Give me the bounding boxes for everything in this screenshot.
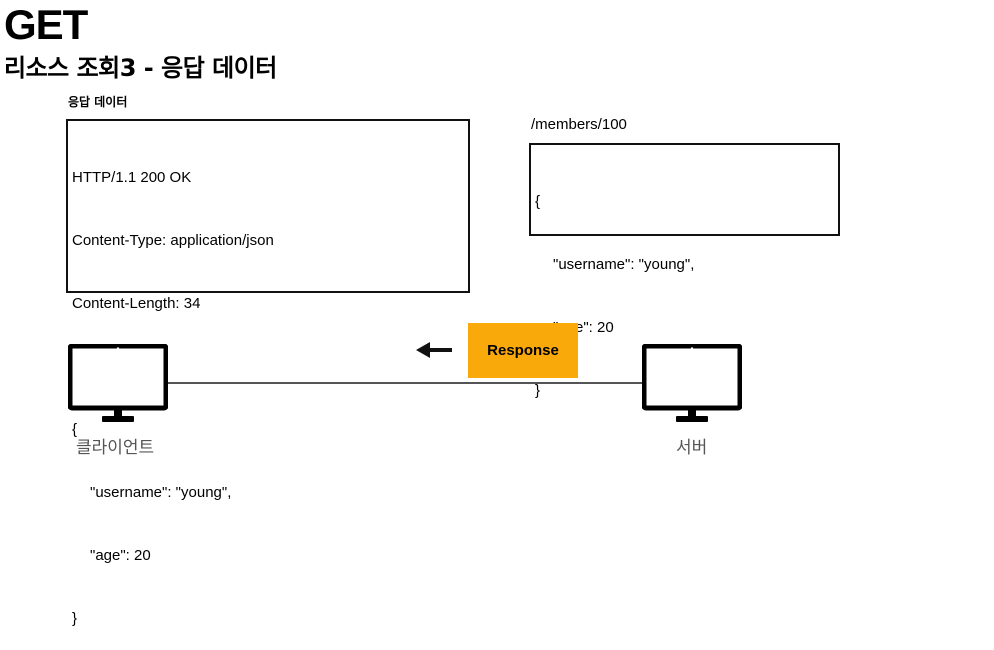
resource-line: } bbox=[535, 382, 541, 399]
response-line: } bbox=[72, 610, 78, 627]
response-line: "age": 20 bbox=[90, 547, 151, 564]
response-line: "username": "young", bbox=[90, 484, 232, 501]
resource-line: "age": 20 bbox=[553, 319, 614, 336]
response-line: { bbox=[72, 421, 78, 438]
response-box-label: 응답 데이터 bbox=[68, 95, 128, 109]
response-line: Content-Length: 34 bbox=[72, 295, 201, 312]
resource-line: { bbox=[535, 193, 541, 210]
slide-subtitle: 리소스 조회3 - 응답 데이터 bbox=[4, 54, 277, 82]
response-message-box: HTTP/1.1 200 OK Content-Type: applicatio… bbox=[66, 119, 470, 627]
resource-box: { "username": "young", "age": 20 } bbox=[529, 143, 840, 399]
resource-line: "username": "young", bbox=[553, 256, 695, 273]
resource-path-label: /members/100 bbox=[531, 116, 627, 133]
response-line: HTTP/1.1 200 OK bbox=[72, 169, 192, 186]
response-line: Content-Type: application/json bbox=[72, 232, 274, 249]
response-message-tag: Response bbox=[468, 323, 578, 378]
client-label: 클라이언트 bbox=[76, 438, 155, 458]
slide-title: GET bbox=[4, 1, 88, 48]
client-monitor-icon bbox=[68, 344, 168, 422]
arrow-left-icon bbox=[416, 342, 452, 358]
server-monitor-icon bbox=[642, 344, 742, 422]
server-label: 서버 bbox=[676, 438, 708, 458]
connection-line bbox=[168, 382, 642, 384]
